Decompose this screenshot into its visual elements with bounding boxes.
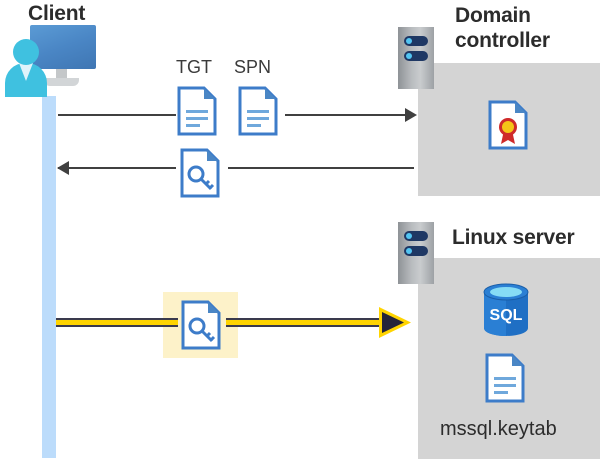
key-document-icon <box>180 148 220 198</box>
monitor-base-icon <box>44 78 79 86</box>
service-ticket-arrowhead <box>378 306 412 339</box>
server-led-top-icon <box>404 36 428 46</box>
response-arrowhead <box>57 161 69 175</box>
person-collar-icon <box>19 63 33 81</box>
client-lifeline <box>42 96 56 458</box>
linux-server-title: Linux server <box>452 226 575 249</box>
response-line-left <box>58 167 176 169</box>
domain-controller-title: Domain controller <box>455 3 600 53</box>
domain-controller-title-line2: controller <box>455 29 550 52</box>
response-line-right <box>228 167 414 169</box>
keytab-file-label: mssql.keytab <box>440 418 557 440</box>
domain-controller-title-line1: Domain <box>455 4 531 27</box>
monitor-screen-icon <box>30 25 96 69</box>
sql-database-icon: SQL <box>480 282 532 338</box>
request-line-right <box>285 114 414 116</box>
certificate-document-icon <box>488 100 528 150</box>
domain-controller-server-icon <box>398 27 434 89</box>
client-workstation-icon <box>5 25 98 97</box>
spn-document-icon <box>238 86 278 136</box>
tgt-label: TGT <box>176 57 212 77</box>
service-ticket-line-right <box>226 318 392 327</box>
server-led-top-icon <box>404 231 428 241</box>
client-title: Client <box>28 2 86 25</box>
service-ticket-line-left <box>56 318 178 327</box>
server-led-bottom-icon <box>404 51 428 61</box>
request-line-left <box>58 114 176 116</box>
keytab-document-icon <box>485 353 525 403</box>
server-led-bottom-icon <box>404 246 428 256</box>
person-head-icon <box>13 39 39 65</box>
spn-label: SPN <box>234 57 272 77</box>
monitor-neck-icon <box>56 69 67 79</box>
request-arrowhead <box>405 108 417 122</box>
tgt-document-icon <box>177 86 217 136</box>
linux-server-icon <box>398 222 434 284</box>
service-ticket-key-document-icon <box>181 300 221 350</box>
svg-text:SQL: SQL <box>490 307 523 324</box>
